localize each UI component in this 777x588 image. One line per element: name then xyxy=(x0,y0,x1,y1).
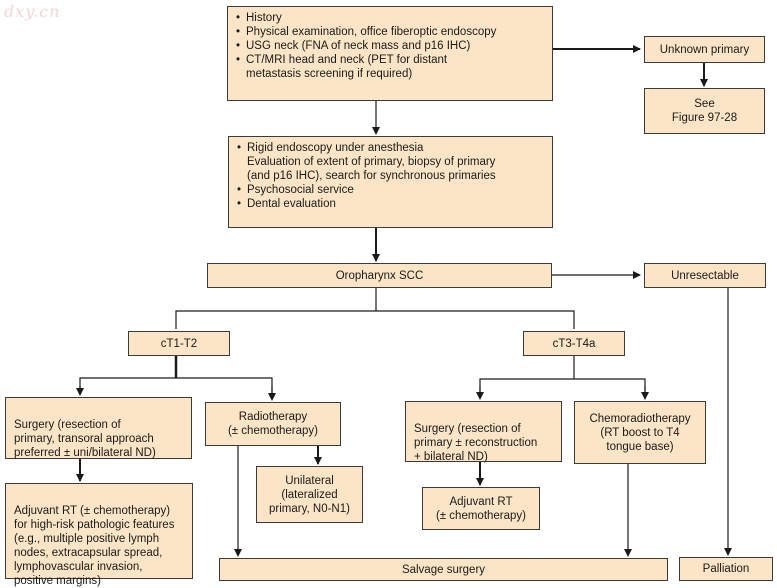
palliation-label: Palliation xyxy=(702,563,750,575)
see-figure-box: See Figure 97-28 xyxy=(644,88,765,134)
surgery-early-box: Surgery (resection of primary, transoral… xyxy=(5,397,192,459)
surgery-late-label: Surgery (resection of primary ± reconstr… xyxy=(414,423,538,463)
line-late-branch xyxy=(479,378,646,395)
chemoradiotherapy-box: Chemoradiotherapy (RT boost to T4 tongue… xyxy=(574,401,706,464)
salvage-surgery-label: Salvage surgery xyxy=(401,563,486,576)
ct1-t2-box: cT1-T2 xyxy=(128,331,230,356)
radiotherapy-box: Radiotherapy (± chemotherapy) xyxy=(205,402,341,446)
watermark: dxy.cn xyxy=(4,2,61,21)
see-figure-label: See Figure 97-28 xyxy=(671,98,738,124)
rigid-endoscopy-item-psychosocial: Psychosocial service xyxy=(237,183,544,197)
workup-box: History Physical examination, office fib… xyxy=(227,6,553,101)
radiotherapy-label: Radiotherapy (± chemotherapy) xyxy=(227,411,319,437)
unilateral-box: Unilateral (lateralized primary, N0-N1) xyxy=(256,466,363,523)
unilateral-label: Unilateral (lateralized primary, N0-N1) xyxy=(269,474,350,515)
adjuvant-late-label: Adjuvant RT (± chemotherapy) xyxy=(435,495,527,522)
unknown-primary-label: Unknown primary xyxy=(659,43,750,56)
oropharynx-scc-label: Oropharynx SCC xyxy=(335,269,424,282)
palliation-box: Palliation xyxy=(679,557,773,581)
rigid-endoscopy-item-dental: Dental evaluation xyxy=(237,197,544,211)
workup-item-physical-exam: Physical examination, office fiberoptic … xyxy=(236,25,544,39)
unresectable-label: Unresectable xyxy=(671,269,739,282)
line-early-branch xyxy=(79,377,273,395)
oropharynx-scc-box: Oropharynx SCC xyxy=(207,263,552,288)
ct1-t2-label: cT1-T2 xyxy=(160,337,198,350)
surgery-late-box: Surgery (resection of primary ± reconstr… xyxy=(405,401,562,463)
salvage-surgery-box: Salvage surgery xyxy=(219,558,668,581)
rigid-endoscopy-box: Rigid endoscopy under anesthesia Evaluat… xyxy=(228,136,553,228)
chemoradiotherapy-label: Chemoradiotherapy (RT boost to T4 tongue… xyxy=(589,412,691,453)
ct3-t4a-box: cT3-T4a xyxy=(523,331,625,356)
unknown-primary-box: Unknown primary xyxy=(644,36,765,63)
adjuvant-early-label: Adjuvant RT (± chemotherapy) for high-ri… xyxy=(14,505,175,587)
workup-item-imaging: CT/MRI head and neck (PET for distant me… xyxy=(236,53,544,81)
workup-item-usg-neck: USG neck (FNA of neck mass and p16 IHC) xyxy=(236,39,544,53)
line-scc-branch xyxy=(175,310,575,329)
adjuvant-early-box: Adjuvant RT (± chemotherapy) for high-ri… xyxy=(5,483,193,587)
surgery-early-label: Surgery (resection of primary, transoral… xyxy=(14,419,156,459)
adjuvant-late-box: Adjuvant RT (± chemotherapy) xyxy=(422,487,540,530)
rigid-endoscopy-item-main: Rigid endoscopy under anesthesia Evaluat… xyxy=(237,141,544,183)
ct3-t4a-label: cT3-T4a xyxy=(552,337,596,350)
workup-item-history: History xyxy=(236,11,544,25)
unresectable-box: Unresectable xyxy=(644,263,766,288)
